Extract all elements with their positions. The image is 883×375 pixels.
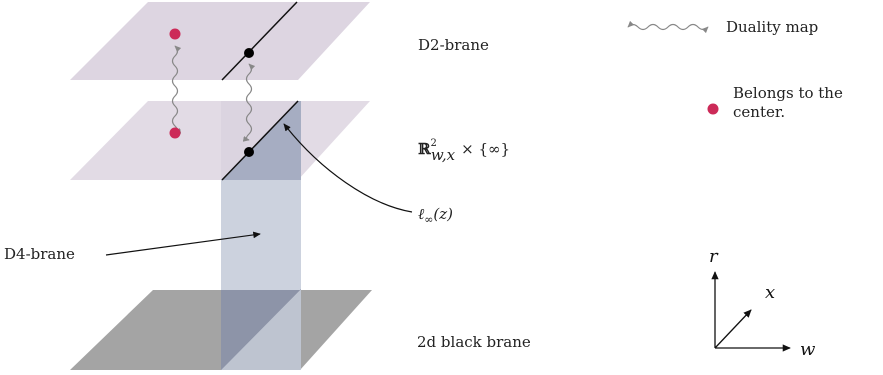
ell-label: ℓ∞(z) xyxy=(418,205,453,226)
ell-label-sub: ∞ xyxy=(424,213,433,226)
duality-arrow-right xyxy=(242,63,256,142)
center-dot-top xyxy=(169,28,181,40)
d4-black-overlap-upper xyxy=(221,290,300,370)
plane-label-sup: 2 xyxy=(430,138,436,149)
axis-x xyxy=(714,309,752,349)
ell-label-base: ℓ xyxy=(418,205,424,223)
axis-x-label: x xyxy=(765,282,775,303)
d4-pointer-arrow xyxy=(105,231,261,256)
ell-pointer-arrow xyxy=(283,123,413,213)
black-brane-label: 2d black brane xyxy=(417,333,531,351)
plane-label-sub: w,x xyxy=(431,146,456,164)
legend-duality-arrow xyxy=(627,20,709,34)
coordinate-axes: r x w xyxy=(709,246,816,360)
intersection-dot-middle xyxy=(244,147,254,157)
center-dot-bottom xyxy=(169,127,181,139)
legend-center-line2: center. xyxy=(733,103,785,121)
ell-label-arg: (z) xyxy=(433,205,453,223)
duality-arrow-left xyxy=(171,45,182,134)
legend-center: Belongs to the center. xyxy=(707,84,843,121)
intersection-dot-top xyxy=(244,48,254,58)
legend-center-line1: Belongs to the xyxy=(733,84,843,102)
d2-brane-plane xyxy=(70,2,370,80)
d2-brane-line xyxy=(221,1,298,81)
middle-brane-plane xyxy=(70,101,370,180)
d2-brane-label: D2-brane xyxy=(418,36,489,54)
legend-duality-label: Duality map xyxy=(726,18,818,36)
axis-w-label: w xyxy=(800,339,816,360)
ell-infinity-line xyxy=(221,100,299,181)
legend-center-dot xyxy=(707,103,719,115)
axis-r-label: r xyxy=(709,246,719,267)
legend-duality: Duality map xyxy=(627,18,818,36)
d4-brane-label: D4-brane xyxy=(4,245,75,263)
plane-label-base: ℝ xyxy=(418,140,432,158)
plane-label-tail: × {∞} xyxy=(461,140,510,158)
